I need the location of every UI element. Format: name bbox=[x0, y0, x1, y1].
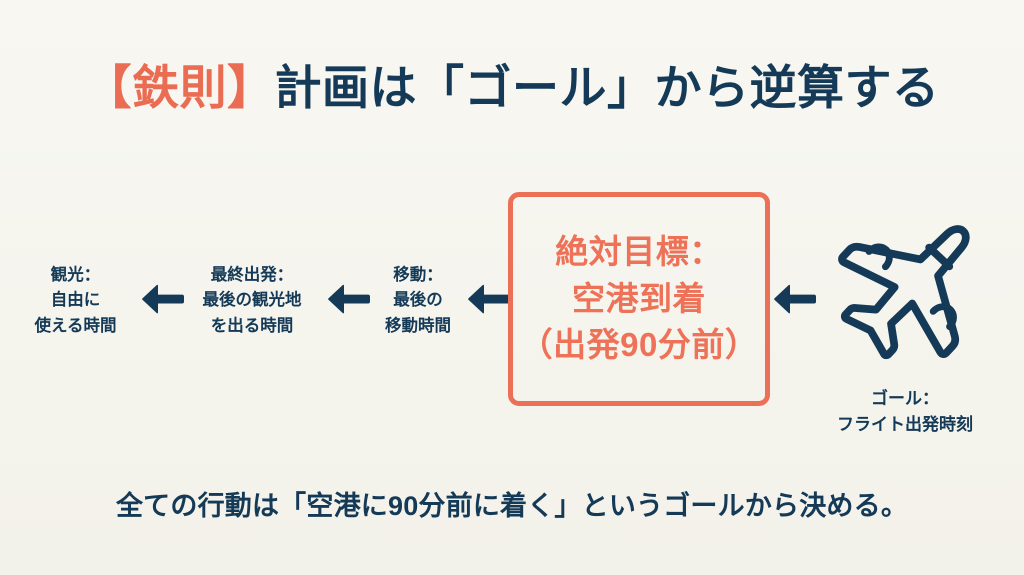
flow-step-saishu-shuppatsu-line3: を出る時間 bbox=[210, 316, 294, 335]
flow-step-kanko: 観光： 自由に 使える時間 bbox=[8, 186, 143, 416]
goal-box-line3: （出発90分前） bbox=[519, 326, 759, 364]
flow-diagram: 観光： 自由に 使える時間 最終出発： 最後の観光地 を出る時間 移動： 最後の… bbox=[0, 186, 1024, 416]
flow-step-idou: 移動： 最後の 移動時間 bbox=[358, 186, 478, 416]
flow-step-idou-line3: 移動時間 bbox=[385, 316, 451, 335]
flow-step-idou-line1: 移動： bbox=[393, 265, 443, 284]
plane-caption-line1: ゴール： bbox=[871, 389, 939, 408]
page-title-accent: 【鉄則】 bbox=[84, 61, 275, 114]
plane-caption-line2: フライト出発時刻 bbox=[837, 414, 973, 434]
flow-step-saishu-shuppatsu-line1: 最終出発： bbox=[210, 265, 294, 284]
flow-step-saishu-shuppatsu-line2: 最後の観光地 bbox=[202, 291, 302, 310]
flow-step-kanko-line1: 観光： bbox=[50, 265, 101, 284]
goal-box-line2: 空港到着 bbox=[572, 279, 706, 317]
airplane-icon bbox=[838, 225, 970, 360]
goal-box-line1: 絶対目標： bbox=[555, 232, 723, 270]
flow-step-idou-line2: 最後の bbox=[393, 291, 443, 310]
arrow-left-icon bbox=[328, 284, 370, 314]
page-title-main: 計画は「ゴール」から逆算する bbox=[274, 61, 940, 114]
flow-step-saishu-shuppatsu: 最終出発： 最後の観光地 を出る時間 bbox=[172, 186, 332, 416]
arrow-left-icon bbox=[142, 284, 184, 314]
arrow-left-icon bbox=[774, 284, 816, 314]
flow-step-kanko-line2: 自由に bbox=[50, 291, 101, 310]
footer-statement: 全ての行動は「空港に90分前に着く」というゴールから決める。 bbox=[115, 491, 909, 521]
arrow-left-icon bbox=[468, 284, 510, 314]
flow-step-kanko-line3: 使える時間 bbox=[34, 316, 117, 335]
goal-box: 絶対目標： 空港到着 （出発90分前） bbox=[508, 192, 770, 406]
page-title: 【鉄則】計画は「ゴール」から逆算する bbox=[0, 61, 1024, 115]
plane-caption: ゴール： フライト出発時刻 bbox=[790, 386, 1020, 437]
